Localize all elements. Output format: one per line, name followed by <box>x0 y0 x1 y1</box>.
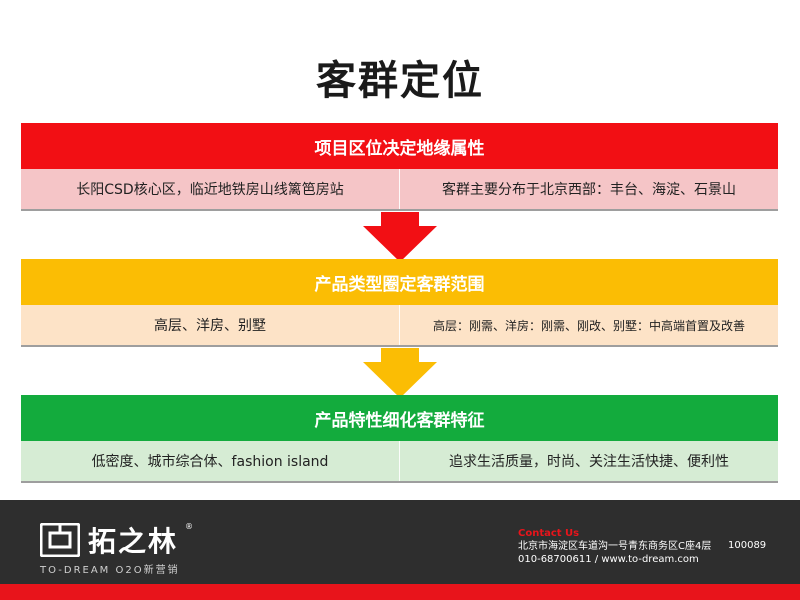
section-body: 低密度、城市综合体、fashion island 追求生活质量，时尚、关注生活快… <box>21 441 778 483</box>
down-arrow-icon <box>363 348 437 398</box>
cell-divider <box>399 441 400 481</box>
footer-bar <box>0 500 800 584</box>
section-right-text: 客群主要分布于北京西部：丰台、海淀、石景山 <box>442 182 736 198</box>
section-location: 项目区位决定地缘属性 长阳CSD核心区，临近地铁房山线篱笆房站 客群主要分布于北… <box>21 123 778 211</box>
registered-mark: ® <box>185 522 193 531</box>
footer-stripe <box>0 584 800 600</box>
section-left-text: 长阳CSD核心区，临近地铁房山线篱笆房站 <box>76 182 344 198</box>
postal-code: 100089 <box>728 540 767 551</box>
section-right-text: 高层：刚需、洋房：刚需、刚改、别墅：中高端首置及改善 <box>432 318 745 333</box>
section-header: 产品特性细化客群特征 <box>21 395 778 441</box>
section-product-type: 产品类型圈定客群范围 高层、洋房、别墅 高层：刚需、洋房：刚需、刚改、别墅：中高… <box>21 259 778 347</box>
section-right-text: 追求生活质量，时尚、关注生活快捷、便利性 <box>449 454 729 470</box>
contact-block: Contact Us 北京市海淀区车道沟一号青东商务区C座4层 010-6870… <box>518 527 711 566</box>
brand-logo: 拓之林 <box>40 520 178 560</box>
brand-subtitle: TO-DREAM O2O新营销 <box>40 565 180 576</box>
cell-divider <box>399 305 400 345</box>
section-header: 项目区位决定地缘属性 <box>21 123 778 169</box>
section-left-text: 低密度、城市综合体、fashion island <box>91 454 329 470</box>
page-title: 客群定位 <box>316 58 484 104</box>
section-header: 产品类型圈定客群范围 <box>21 259 778 305</box>
cell-divider <box>399 169 400 209</box>
down-arrow-icon <box>363 212 437 262</box>
contact-phone-web[interactable]: 010-68700611 / www.to-dream.com <box>518 554 699 565</box>
section-body: 长阳CSD核心区，临近地铁房山线篱笆房站 客群主要分布于北京西部：丰台、海淀、石… <box>21 169 778 211</box>
section-left-text: 高层、洋房、别墅 <box>154 318 266 334</box>
contact-address: 北京市海淀区车道沟一号青东商务区C座4层 <box>518 541 712 552</box>
section-product-features: 产品特性细化客群特征 低密度、城市综合体、fashion island 追求生活… <box>21 395 778 483</box>
brand-name: 拓之林 <box>88 525 179 558</box>
section-body: 高层、洋房、别墅 高层：刚需、洋房：刚需、刚改、别墅：中高端首置及改善 <box>21 305 778 347</box>
brand-mark-icon <box>40 523 80 557</box>
contact-title: Contact Us <box>518 528 580 539</box>
